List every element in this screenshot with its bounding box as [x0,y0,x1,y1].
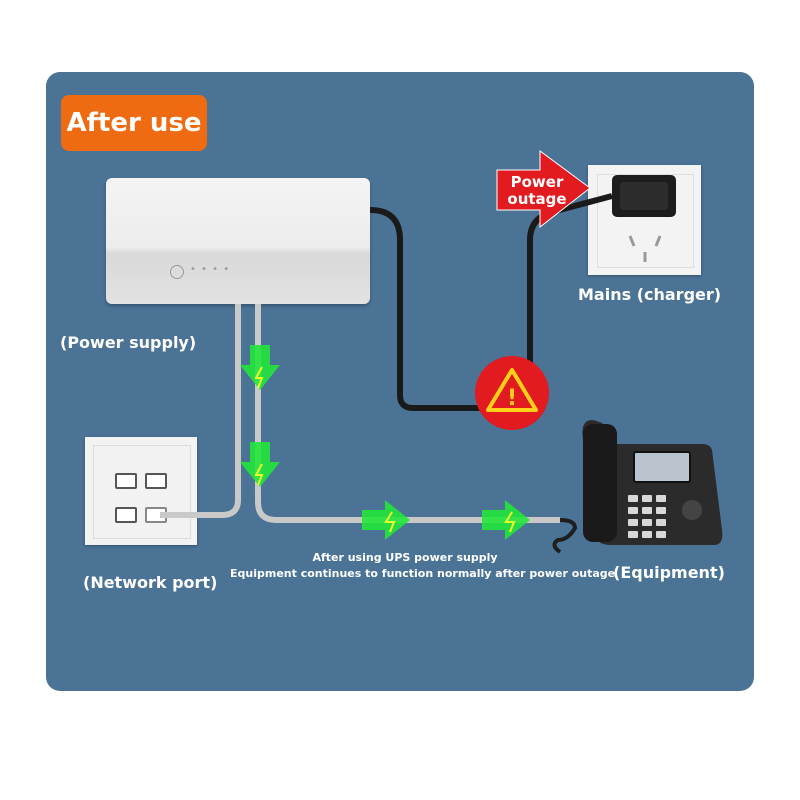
rj45-jack-icon [145,473,167,489]
after-use-badge: After use [61,95,207,151]
warning-icon [475,356,549,430]
power-supply-label: (Power supply) [60,333,197,352]
ups-power-supply: • • • • [106,178,370,304]
flow-arrow-right-icon [482,500,530,540]
network-port-frame [93,445,191,539]
equipment-label: (Equipment) [613,563,725,582]
flow-arrow-down-icon [240,442,280,487]
callout-line1: Power [511,173,564,191]
phone-cord-icon [552,518,578,554]
caption-line1: After using UPS power supply [312,551,498,564]
network-port-plate [85,437,197,545]
power-outage-callout-arrow [496,150,591,229]
equipment-cable [255,304,560,523]
mains-cable-left [369,207,490,411]
indicator-dots-icon: • • • • [190,264,231,275]
callout-line2: outage [507,190,566,208]
rj45-jack-icon [115,473,137,489]
power-button-icon [170,265,184,279]
rj45-jack-icon [115,507,137,523]
caption-line2: Equipment continues to function normally… [230,567,616,580]
mains-label: Mains (charger) [578,285,722,304]
outlet-sockets-icon [628,235,662,262]
mains-outlet-frame [597,174,694,268]
warning-symbol: ! [507,386,517,411]
network-cable [160,304,241,518]
network-port-label: (Network port) [83,573,218,592]
flow-arrow-right-icon [362,500,410,540]
desk-phone-icon [582,420,723,545]
flow-arrow-down-icon [240,345,280,390]
